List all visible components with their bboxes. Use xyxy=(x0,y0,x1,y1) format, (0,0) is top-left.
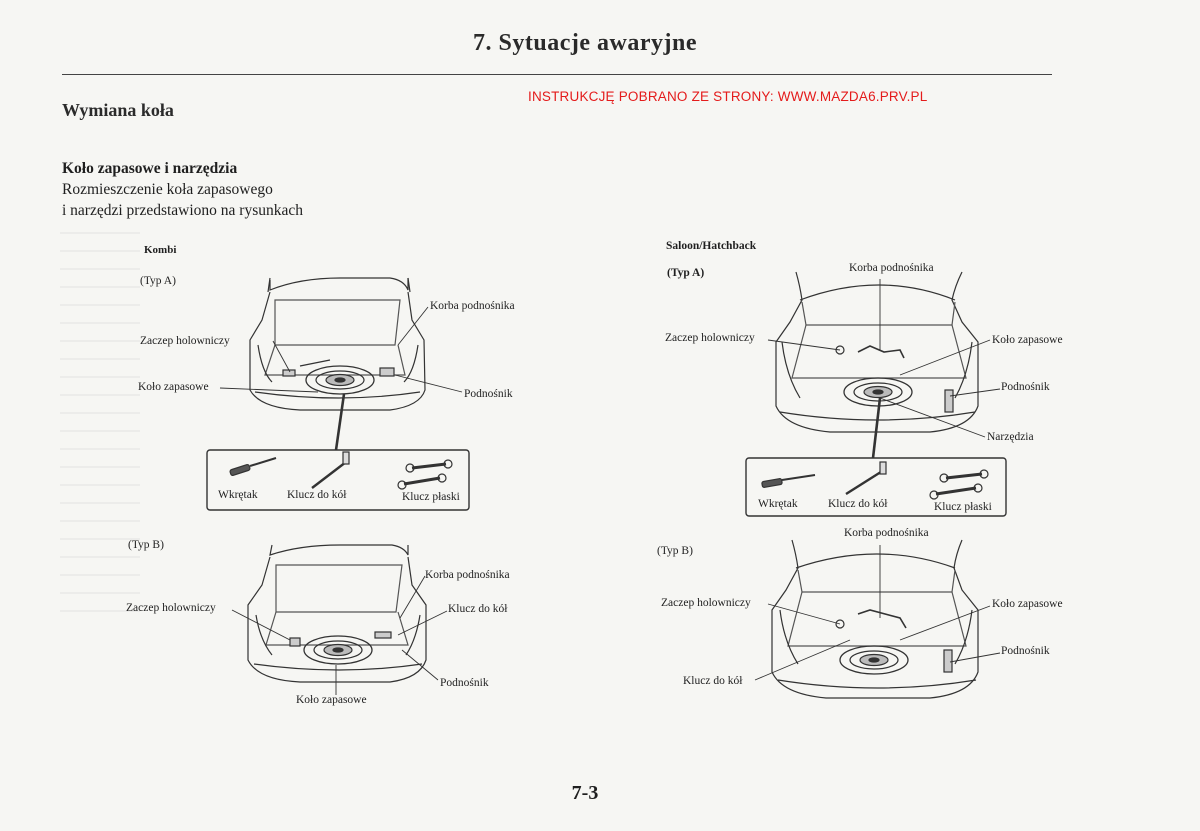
body-line-1: Rozmieszczenie koła zapasowego xyxy=(62,181,273,198)
kombi-type-b-illustration xyxy=(247,544,427,683)
section-title: Wymiana koła xyxy=(62,100,174,120)
section-subtitle: Koło zapasowe i narzędzia xyxy=(62,160,238,177)
kombi-type-a-leaders xyxy=(219,306,463,451)
screwdriver-icon xyxy=(761,474,816,488)
label-zaczep-b: Zaczep holowniczy xyxy=(126,602,216,614)
header-rule xyxy=(62,74,1052,75)
tool-klucz-plaski: Klucz płaski xyxy=(402,491,460,503)
kombi-type-a-heading: (Typ A) xyxy=(140,275,176,287)
saloon-type-a-illustration xyxy=(775,271,979,433)
label-zaczep: Zaczep holowniczy xyxy=(140,335,230,347)
label-korba-rb: Korba podnośnika xyxy=(844,527,929,539)
kombi-type-b-leaders xyxy=(231,575,448,695)
label-korba-r: Korba podnośnika xyxy=(849,262,934,274)
label-korba-b: Korba podnośnika xyxy=(425,569,510,581)
label-podnosnik-rb: Podnośnik xyxy=(1001,645,1050,657)
label-podnosnik-b: Podnośnik xyxy=(440,677,489,689)
tool-klucz-plaski-r: Klucz płaski xyxy=(934,501,992,513)
label-korba: Korba podnośnika xyxy=(430,300,515,312)
saloon-tools-box xyxy=(745,457,1007,517)
label-podnosnik-r: Podnośnik xyxy=(1001,381,1050,393)
chapter-title: 7. Sytuacje awaryjne xyxy=(473,30,697,56)
section-body: Rozmieszczenie koła zapasowego i narzędz… xyxy=(62,179,303,221)
label-klucz-kol-rb: Klucz do kół xyxy=(683,675,743,687)
label-zaczep-rb: Zaczep holowniczy xyxy=(661,597,751,609)
page-number: 7-3 xyxy=(571,782,599,804)
saloon-type-b-leaders xyxy=(754,545,1001,681)
saloon-type-b-heading: (Typ B) xyxy=(657,545,693,557)
label-klucz-kol-b: Klucz do kół xyxy=(448,603,508,615)
flat-wrench-icon xyxy=(397,459,453,490)
label-podnosnik: Podnośnik xyxy=(464,388,513,400)
label-kolo-rb: Koło zapasowe xyxy=(992,598,1063,610)
bleed-through-text xyxy=(60,232,140,612)
wheel-wrench-icon xyxy=(845,461,887,496)
variant-saloon: Saloon/Hatchback xyxy=(666,240,757,252)
tool-wkretak-r: Wkrętak xyxy=(758,498,798,510)
tool-wkretak: Wkrętak xyxy=(218,489,258,501)
label-kolo-r: Koło zapasowe xyxy=(992,334,1063,346)
saloon-type-a-leaders xyxy=(767,279,1001,459)
label-kolo: Koło zapasowe xyxy=(138,381,209,393)
flat-wrench-icon xyxy=(929,469,989,500)
variant-kombi: Kombi xyxy=(144,244,177,256)
tool-klucz-kol-r: Klucz do kół xyxy=(828,498,888,510)
label-narzedzia-r: Narzędzia xyxy=(987,431,1034,443)
label-zaczep-r: Zaczep holowniczy xyxy=(665,332,755,344)
tool-klucz-kol: Klucz do kół xyxy=(287,489,347,501)
label-kolo-b: Koło zapasowe xyxy=(296,694,367,706)
kombi-type-b-heading: (Typ B) xyxy=(128,539,164,551)
screwdriver-icon xyxy=(229,457,277,477)
body-line-2: i narzędzi przedstawiono na rysunkach xyxy=(62,202,304,219)
saloon-type-a-heading: (Typ A) xyxy=(667,267,705,279)
wheel-wrench-icon xyxy=(311,451,350,489)
kombi-tools-box xyxy=(206,449,470,511)
download-notice: INSTRUKCJĘ POBRANO ZE STRONY: WWW.MAZDA6… xyxy=(528,89,928,104)
saloon-type-b-illustration xyxy=(771,539,979,699)
